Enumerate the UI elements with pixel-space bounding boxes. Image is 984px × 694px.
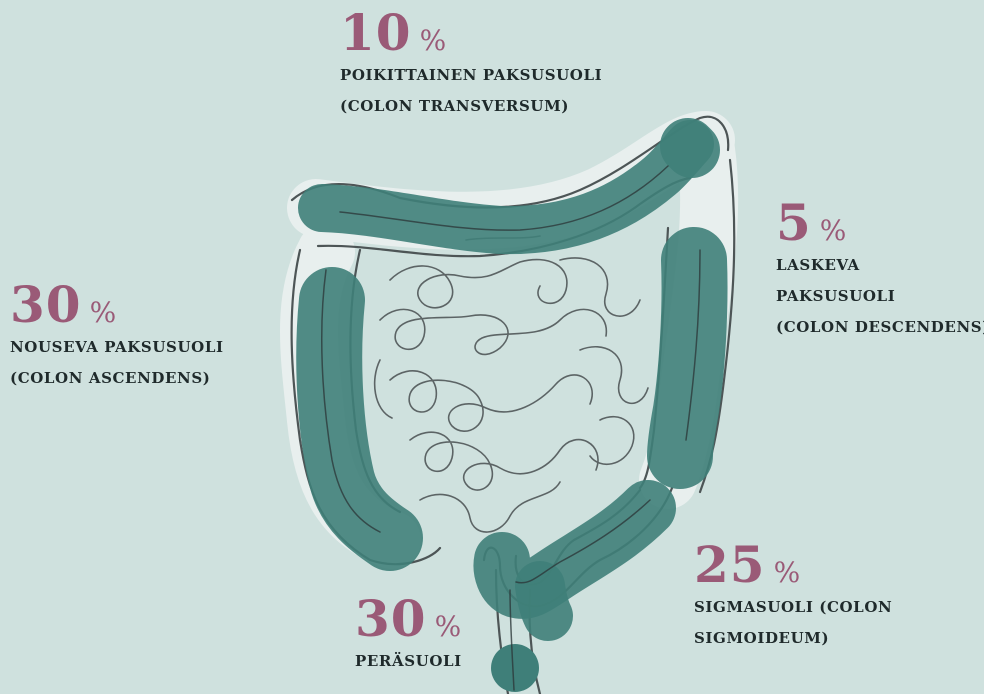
segment-latin-name: (COLON TRANSVERSUM) — [340, 91, 602, 122]
percent-sign: % — [420, 27, 447, 55]
highlight-rectum — [540, 586, 548, 616]
label-sigmoid: 25 % SIGMASUOLI (COLON SIGMOIDEUM) — [694, 540, 892, 654]
percent-value: 10 — [340, 8, 412, 58]
segment-latin-name: (COLON DESCENDENS) — [776, 312, 984, 343]
percent-value: 30 — [355, 594, 427, 644]
label-ascending: 30 % NOUSEVA PAKSUSUOLI (COLON ASCENDENS… — [10, 280, 224, 394]
segment-name: PERÄSUOLI — [355, 646, 462, 677]
label-descending: 5 % LASKEVA PAKSUSUOLI (COLON DESCENDENS… — [776, 198, 984, 343]
percent-sign: % — [90, 299, 117, 327]
segment-name: LASKEVA — [776, 250, 984, 281]
percent-sign: % — [435, 613, 462, 641]
percent-sign: % — [820, 217, 847, 245]
percent-value: 25 — [694, 540, 766, 590]
segment-name-line-2: SIGMOIDEUM) — [694, 623, 892, 654]
percent-value: 5 — [776, 198, 812, 248]
segment-name: POIKITTAINEN PAKSUSUOLI — [340, 60, 602, 91]
segment-name: SIGMASUOLI (COLON — [694, 592, 892, 623]
label-transverse: 10 % POIKITTAINEN PAKSUSUOLI (COLON TRAN… — [340, 8, 602, 122]
segment-name-line-2: PAKSUSUOLI — [776, 281, 984, 312]
percent-sign: % — [774, 559, 801, 587]
highlight-anus — [491, 644, 539, 692]
highlight-ascending — [329, 300, 390, 538]
segment-name: NOUSEVA PAKSUSUOLI — [10, 332, 224, 363]
label-rectum: 30 % PERÄSUOLI — [355, 594, 462, 677]
percent-value: 30 — [10, 280, 82, 330]
segment-latin-name: (COLON ASCENDENS) — [10, 363, 224, 394]
highlight-transverse-end — [688, 146, 692, 150]
small-intestine-sketch — [375, 236, 648, 532]
